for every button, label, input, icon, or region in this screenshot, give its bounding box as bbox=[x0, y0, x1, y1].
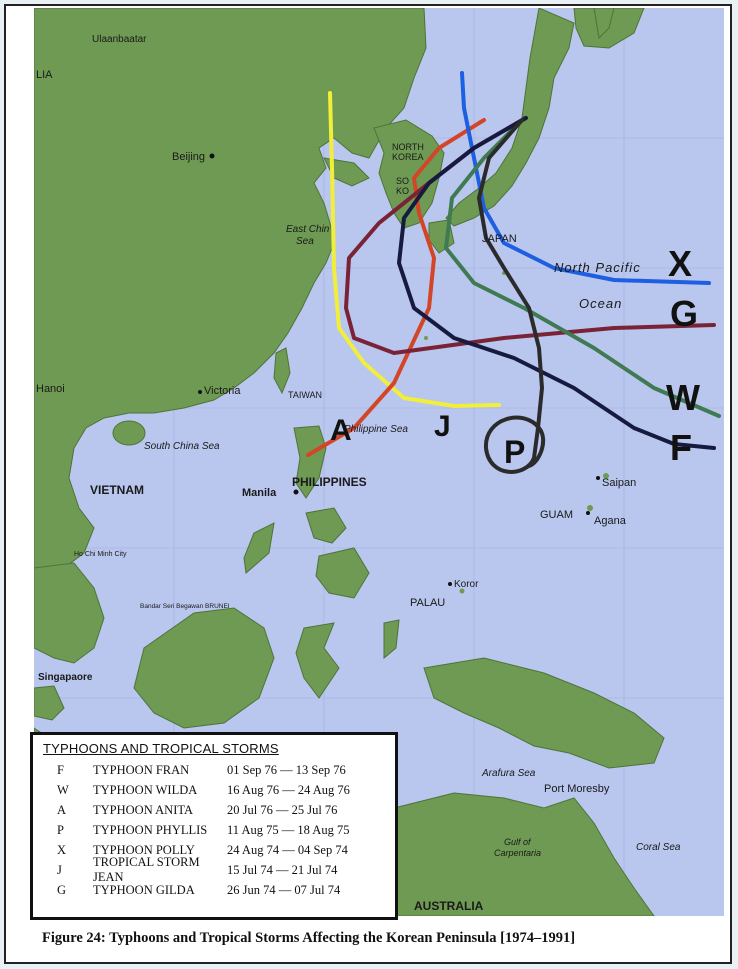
track-letter-labels: X G W F A J P bbox=[330, 243, 700, 470]
storm-tracks bbox=[306, 71, 721, 474]
legend-row: P TYPHOON PHYLLIS 11 Aug 75 — 18 Aug 75 bbox=[41, 820, 387, 840]
label-singapore: Singapaore bbox=[38, 672, 93, 683]
legend-storm-name: TYPHOON ANITA bbox=[93, 802, 194, 817]
legend-dates: 15 Jul 74 — 21 Jul 74 bbox=[227, 862, 338, 877]
indochina-peninsula bbox=[34, 562, 105, 664]
philippines-visayas bbox=[305, 507, 347, 544]
label-japan: JAPAN bbox=[482, 233, 517, 245]
track-letter-a: A bbox=[330, 414, 352, 447]
legend-row: F TYPHOON FRAN 01 Sep 76 — 13 Sep 76 bbox=[41, 760, 387, 780]
legend-storm-name: TYPHOON POLLY bbox=[93, 842, 195, 857]
korean-peninsula bbox=[373, 119, 445, 229]
label-ocean: Ocean bbox=[579, 296, 622, 311]
label-taiwan: TAIWAN bbox=[288, 390, 322, 400]
legend-storm-name: TYPHOON GILDA bbox=[93, 882, 195, 897]
legend-row: A TYPHOON ANITA 20 Jul 76 — 25 Jul 76 bbox=[41, 800, 387, 820]
label-vietnam: VIETNAM bbox=[90, 483, 144, 497]
philippines-palawan bbox=[243, 522, 275, 574]
track-letter-f: F bbox=[670, 427, 692, 468]
label-south-korea-1: SO bbox=[396, 176, 409, 186]
taiwan-island bbox=[273, 347, 291, 395]
label-lia: LIA bbox=[36, 69, 53, 81]
legend-code: F bbox=[57, 762, 64, 777]
legend-row: G TYPHOON GILDA 26 Jun 74 — 07 Jul 74 bbox=[41, 880, 387, 900]
legend-code: J bbox=[57, 862, 62, 877]
city-dots bbox=[198, 153, 600, 586]
label-beijing: Beijing bbox=[172, 151, 205, 163]
label-saipan: Saipan bbox=[602, 477, 636, 489]
label-south-korea-2: KO bbox=[396, 186, 409, 196]
label-victoria: Victoria bbox=[204, 385, 241, 397]
label-gulf-1: Gulf of bbox=[504, 837, 532, 847]
legend-storm-name: TYPHOON PHYLLIS bbox=[93, 822, 208, 837]
australia-mainland bbox=[393, 792, 655, 916]
legend-code: G bbox=[57, 882, 67, 897]
label-port-moresby: Port Moresby bbox=[544, 783, 610, 795]
borneo-island bbox=[133, 607, 275, 729]
label-manila: Manila bbox=[242, 487, 277, 499]
sulawesi-island bbox=[295, 622, 340, 699]
legend-row: W TYPHOON WILDA 16 Aug 76 — 24 Aug 76 bbox=[41, 780, 387, 800]
asia-mainland bbox=[34, 8, 427, 574]
legend-code: X bbox=[57, 842, 67, 857]
label-east-china-sea-2: Sea bbox=[296, 236, 314, 247]
track-polly bbox=[460, 71, 711, 285]
philippines-mindanao bbox=[315, 547, 370, 599]
philippines-luzon bbox=[293, 425, 327, 499]
place-labels: Ulaanbaatar LIA Beijing NORTH KOREA SO K… bbox=[36, 34, 681, 913]
legend-dates: 24 Aug 74 — 04 Sep 74 bbox=[227, 842, 348, 857]
legend-dates: 16 Aug 76 — 24 Aug 76 bbox=[227, 782, 350, 797]
figure-caption: Figure 24: Typhoons and Tropical Storms … bbox=[42, 930, 576, 946]
new-guinea-island bbox=[423, 657, 665, 769]
legend-dates: 20 Jul 76 — 25 Jul 76 bbox=[227, 802, 338, 817]
storm-legend: TYPHOONS AND TROPICAL STORMS F TYPHOON F… bbox=[30, 732, 398, 920]
label-philippine-sea: Philippine Sea bbox=[344, 424, 408, 435]
legend-storm-name: TYPHOON WILDA bbox=[93, 782, 198, 797]
label-palau: PALAU bbox=[410, 597, 445, 609]
track-letter-j: J bbox=[434, 410, 451, 443]
label-philippines: PHILIPPINES bbox=[292, 475, 367, 489]
legend-code: A bbox=[57, 802, 67, 817]
label-brunei: Bandar Seri Begawan BRUNEI bbox=[140, 603, 230, 610]
label-australia: AUSTRALIA bbox=[414, 899, 484, 913]
label-north-korea-1: NORTH bbox=[392, 142, 424, 152]
track-jean bbox=[328, 91, 501, 408]
legend-storm-name: TYPHOON FRAN bbox=[93, 762, 190, 777]
track-wilda bbox=[444, 116, 721, 418]
hainan-island bbox=[112, 420, 146, 446]
track-letter-w: W bbox=[666, 377, 700, 418]
label-south-china-sea: South China Sea bbox=[144, 441, 220, 452]
track-letter-g: G bbox=[670, 293, 698, 334]
label-koror: Koror bbox=[454, 579, 479, 590]
label-hanoi: Hanoi bbox=[36, 383, 65, 395]
label-agana: Agana bbox=[594, 515, 627, 527]
track-letter-p: P bbox=[504, 434, 525, 470]
track-letter-x: X bbox=[668, 243, 692, 284]
legend-row: X TYPHOON POLLY 24 Aug 74 — 04 Sep 74 bbox=[41, 840, 387, 860]
legend-dates: 26 Jun 74 — 07 Jul 74 bbox=[227, 882, 341, 897]
legend-storm-name: TROPICAL STORM JEAN bbox=[93, 855, 200, 884]
label-coral-sea: Coral Sea bbox=[636, 842, 681, 853]
halmahera-island bbox=[383, 619, 400, 660]
legend-dates: 11 Aug 75 — 18 Aug 75 bbox=[227, 822, 350, 837]
label-arafura-sea: Arafura Sea bbox=[481, 768, 536, 779]
legend-code: P bbox=[57, 822, 64, 837]
label-east-china-sea-1: East Chin bbox=[286, 224, 330, 235]
label-ho-chi-minh: Ho Chi Minh City bbox=[74, 551, 127, 558]
legend-dates: 01 Sep 76 — 13 Sep 76 bbox=[227, 762, 346, 777]
legend-code: W bbox=[57, 782, 69, 797]
track-phyllis bbox=[477, 118, 546, 474]
malay-peninsula bbox=[34, 685, 65, 721]
label-north-korea-2: KOREA bbox=[392, 152, 424, 162]
label-ulaanbaatar: Ulaanbaatar bbox=[92, 34, 147, 45]
label-guam: GUAM bbox=[540, 509, 573, 521]
sakhalin bbox=[593, 8, 615, 40]
legend-title: TYPHOONS AND TROPICAL STORMS bbox=[43, 741, 279, 756]
label-gulf-2: Carpentaria bbox=[494, 848, 541, 858]
track-anita bbox=[306, 118, 486, 457]
label-north-pacific: North Pacific bbox=[554, 260, 641, 275]
track-fran bbox=[397, 116, 716, 450]
legend-row: J TROPICAL STORM JEAN 15 Jul 74 — 21 Jul… bbox=[41, 855, 387, 884]
